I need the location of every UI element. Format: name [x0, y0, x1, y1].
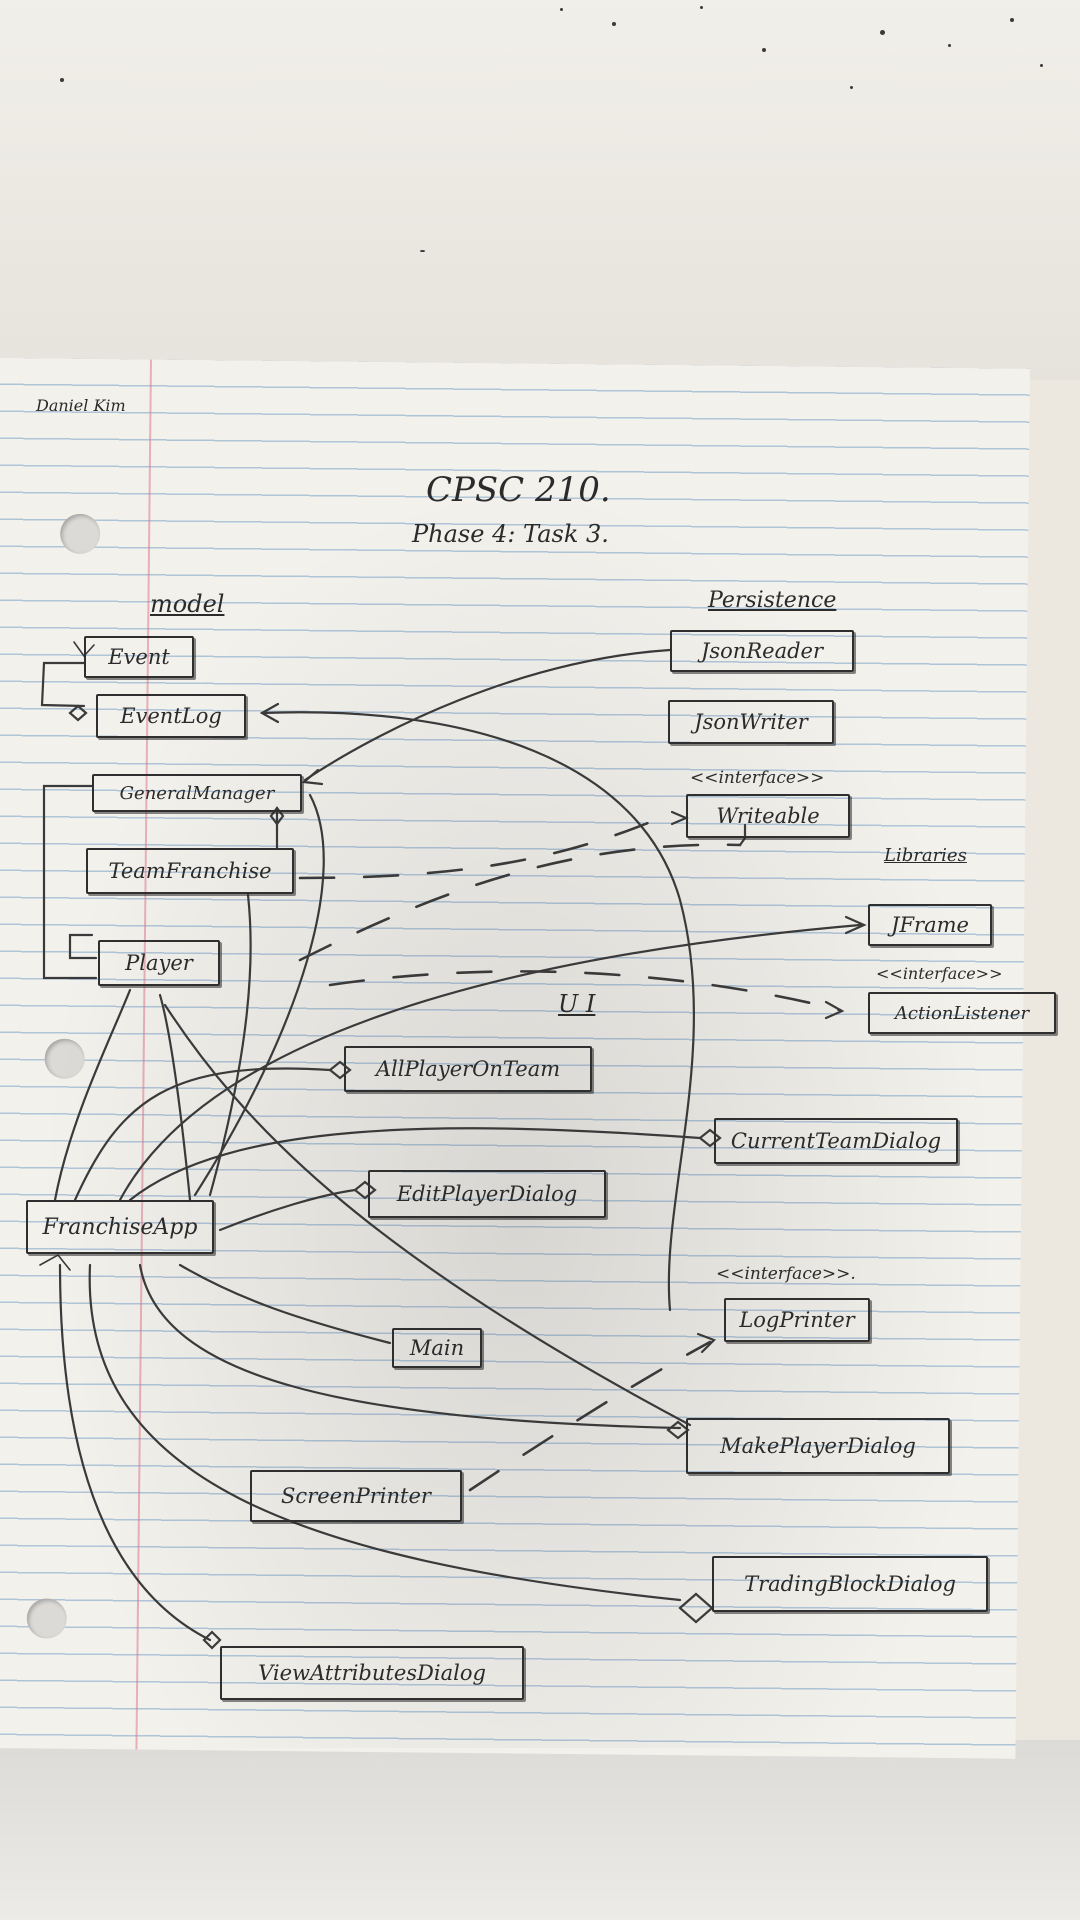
arrowhead: [259, 702, 280, 724]
desk-speck: [1010, 18, 1014, 22]
logprinter-stereotype: <<interface>>.: [716, 1264, 856, 1284]
class-json-reader: JsonReader: [670, 630, 854, 672]
class-jframe: JFrame: [868, 904, 992, 946]
section-ui: U I: [558, 990, 596, 1018]
class-player: Player: [98, 940, 220, 986]
aggregation-diamond: [678, 1592, 714, 1624]
desk-speck: [60, 78, 64, 82]
app-allplayer-link: [73, 1067, 332, 1202]
class-current-team-dialog: CurrentTeamDialog: [714, 1118, 958, 1164]
app-player-link: [53, 988, 132, 1202]
arrowhead: [670, 810, 689, 826]
class-trading-block-dialog: TradingBlockDialog: [712, 1556, 988, 1612]
player-makeplayer-link: [163, 1003, 692, 1427]
aggregation-diamond: [353, 1180, 377, 1200]
class-all-player-on-team: AllPlayerOnTeam: [344, 1046, 592, 1092]
jsonreader-gm-link: [303, 648, 672, 782]
class-event: Event: [84, 636, 194, 678]
jframe-generalization: [118, 923, 862, 1202]
actionlistener-stereotype: <<interface>>: [876, 964, 1003, 983]
screenprinter-realization: [468, 1340, 712, 1492]
desk-speck: [948, 44, 951, 47]
desk-speck: [700, 6, 703, 9]
class-general-manager: GeneralManager: [92, 774, 302, 812]
team-player-link: [68, 933, 98, 960]
desk-speck: [612, 22, 616, 26]
arrowhead: [824, 1000, 845, 1020]
app-viewattributes-link: [58, 1263, 212, 1642]
desk-background-bottom: [0, 1740, 1080, 1920]
desk-speck: [880, 30, 885, 35]
aggregation-diamond: [269, 806, 285, 826]
class-action-listener: ActionListener: [868, 992, 1056, 1034]
aggregation-diamond: [698, 1128, 722, 1148]
assignment-subtitle: Phase 4: Task 3.: [412, 520, 609, 548]
app-currentteam-link: [128, 1127, 702, 1202]
section-libraries: Libraries: [884, 845, 967, 866]
aggregation-diamond: [328, 1060, 352, 1080]
arrowhead: [301, 768, 324, 786]
desk-speck: [762, 48, 766, 52]
writable-stereotype: <<interface>>: [690, 768, 825, 788]
actionlistener-realization: [328, 970, 842, 1012]
app-team-link: [208, 893, 252, 1197]
team-writable-realization: [298, 843, 742, 962]
section-persistence: Persistence: [708, 588, 837, 613]
arrowhead: [39, 1253, 71, 1271]
implements-link: [738, 823, 747, 847]
class-edit-player-dialog: EditPlayerDialog: [368, 1170, 606, 1218]
class-team-franchise: TeamFranchise: [86, 848, 294, 894]
class-franchise-app: FranchiseApp: [26, 1200, 214, 1254]
course-title: CPSC 210.: [426, 470, 611, 510]
app-makeplayer-link: [138, 1263, 682, 1430]
arrowhead: [696, 1332, 716, 1354]
desk-speck: [420, 250, 425, 252]
manager-player-link: [42, 784, 98, 980]
app-player-link-2: [158, 993, 192, 1202]
aggregation-diamond: [666, 1420, 690, 1440]
eventlog-logprinter-link: [260, 711, 695, 1312]
app-main-link: [178, 1263, 392, 1345]
class-writable: Writeable: [686, 794, 850, 838]
desk-background-top: [0, 0, 1080, 380]
class-screen-printer: ScreenPrinter: [250, 1470, 462, 1522]
class-main: Main: [392, 1328, 482, 1368]
desk-speck: [560, 8, 563, 11]
writable-realization: [298, 816, 662, 880]
app-tradingblock-link: [88, 1263, 682, 1602]
aggregation-diamond: [202, 1630, 222, 1650]
aggregation-diamond: [68, 704, 88, 722]
event-eventlog-link: [40, 661, 86, 708]
author-name: Daniel Kim: [36, 396, 126, 415]
app-editplayer-link: [218, 1188, 357, 1232]
class-log-printer: LogPrinter: [724, 1298, 870, 1342]
class-eventlog: EventLog: [96, 694, 246, 738]
desk-speck: [850, 86, 853, 89]
app-gm-link: [193, 793, 325, 1197]
desk-speck: [1040, 64, 1043, 67]
class-json-writer: JsonWriter: [668, 700, 834, 744]
arrowhead: [844, 915, 867, 935]
class-view-attributes-dialog: ViewAttributesDialog: [220, 1646, 524, 1700]
class-make-player-dialog: MakePlayerDialog: [686, 1418, 950, 1474]
section-model: model: [150, 590, 225, 618]
